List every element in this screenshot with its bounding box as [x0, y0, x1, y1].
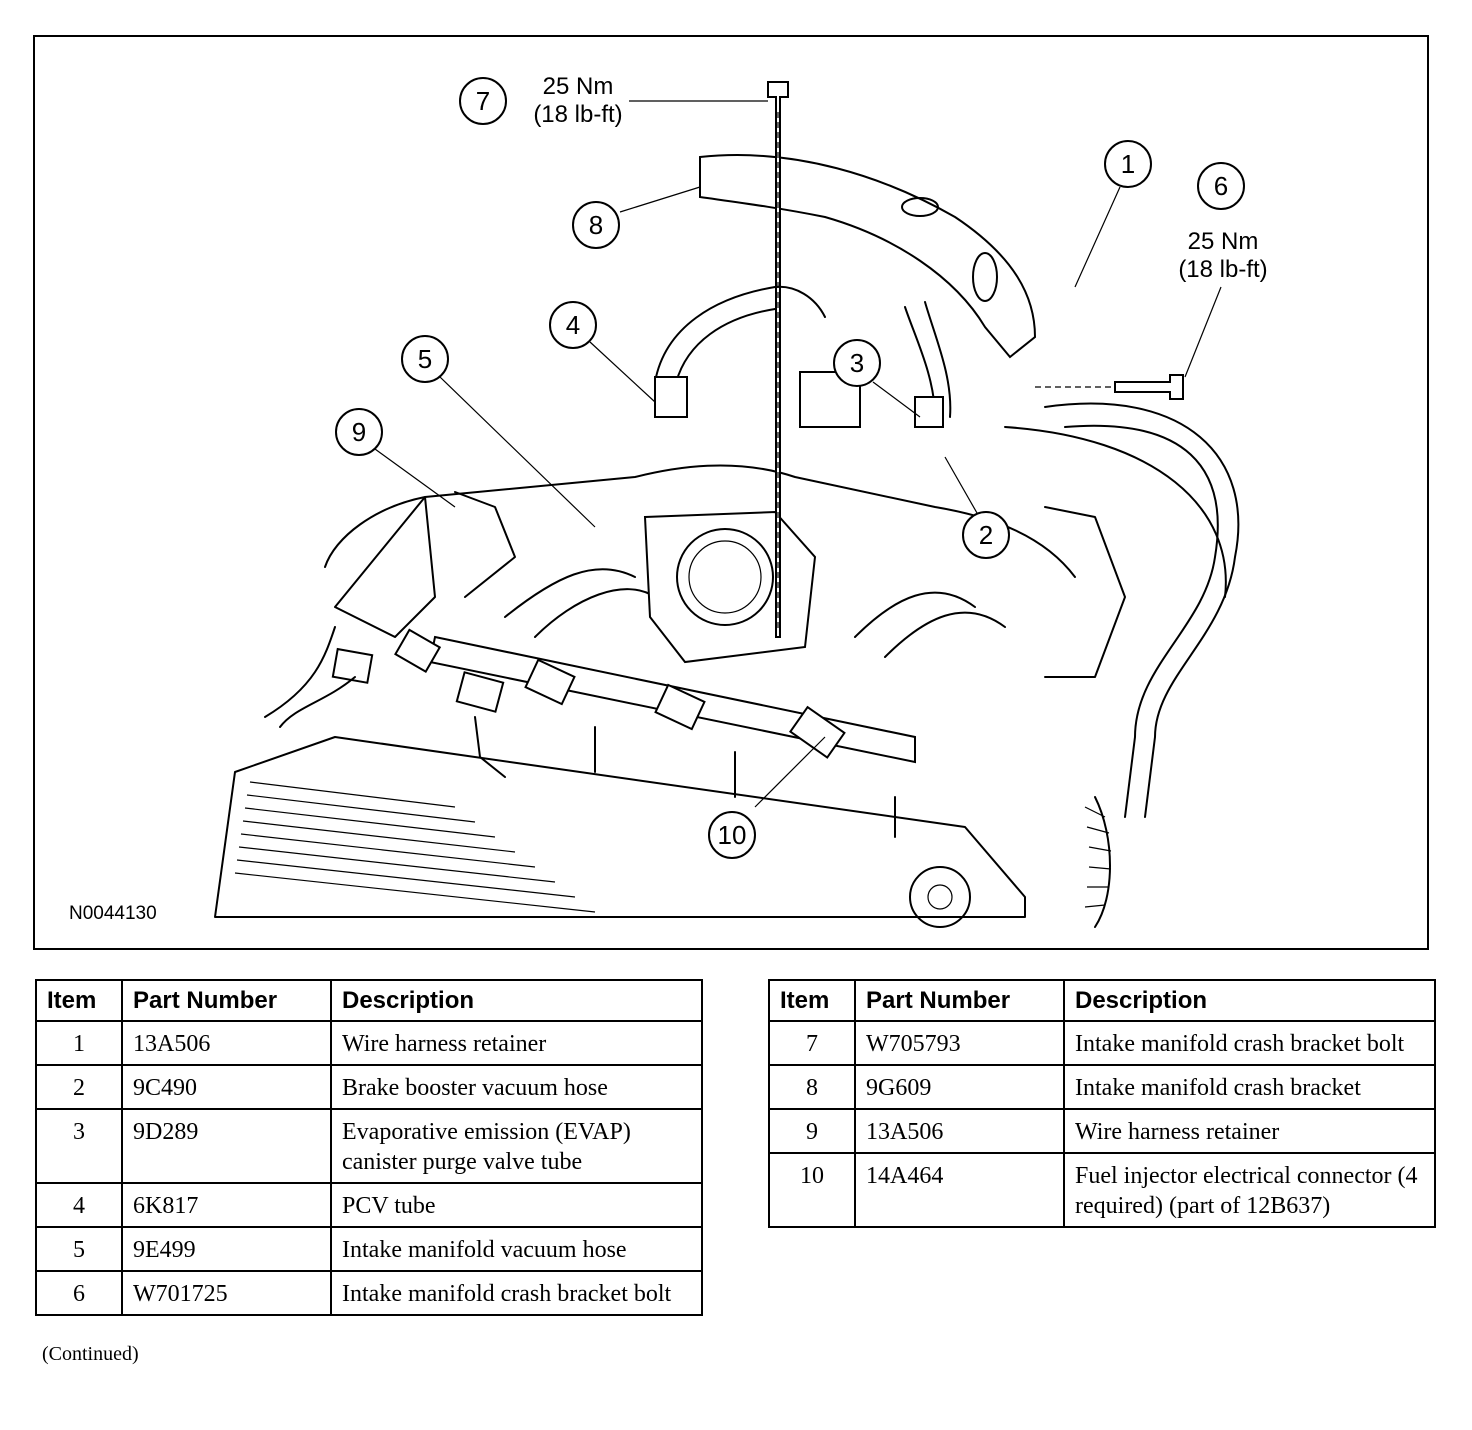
item-cell: 2	[35, 1064, 123, 1110]
item-cell: 4	[35, 1182, 123, 1228]
table-row: 6 W701725 Intake manifold crash bracket …	[35, 1270, 703, 1316]
item-cell: 8	[768, 1064, 856, 1110]
table-row: 1 13A506 Wire harness retainer	[35, 1020, 703, 1066]
item-cell: 6	[35, 1270, 123, 1316]
part-number-cell: W705793	[854, 1020, 1065, 1066]
leader-9	[374, 448, 456, 508]
table-row: 5 9E499 Intake manifold vacuum hose	[35, 1226, 703, 1272]
item-cell: 5	[35, 1226, 123, 1272]
leader-3	[872, 381, 921, 418]
callout-7: 7 25 Nm (18 lb-ft)	[459, 73, 623, 128]
item-cell: 10	[768, 1152, 856, 1228]
description-cell: Fuel injector electrical connector (4 re…	[1063, 1152, 1436, 1228]
svg-text:8: 8	[589, 210, 603, 240]
description-cell: Intake manifold vacuum hose	[330, 1226, 703, 1272]
col-header-description: Description	[1063, 979, 1436, 1022]
leader-5	[439, 376, 596, 528]
part-number-cell: 9C490	[121, 1064, 332, 1110]
continued-note: (Continued)	[42, 1343, 139, 1365]
callout-4: 4	[549, 301, 597, 349]
svg-text:6: 6	[1214, 171, 1228, 201]
col-header-item: Item	[35, 979, 123, 1022]
callout-9: 9	[335, 408, 383, 456]
description-cell: Intake manifold crash bracket	[1063, 1064, 1436, 1110]
engine-illustration: 1 2 3 4 5 6 25 Nm (18 lb-ft)	[69, 73, 1268, 928]
torque-7-nm: 25 Nm	[543, 73, 614, 100]
valve-cover-ribs	[234, 781, 596, 913]
table-row: 2 9C490 Brake booster vacuum hose	[35, 1064, 703, 1110]
table-row: 9 13A506 Wire harness retainer	[768, 1108, 1436, 1154]
table-header-row: Item Part Number Description	[768, 979, 1436, 1022]
svg-text:7: 7	[476, 86, 490, 116]
leader-6	[1184, 286, 1222, 378]
part-number-cell: 13A506	[121, 1020, 332, 1066]
leader-1	[1074, 186, 1121, 288]
description-cell: Evaporative emission (EVAP) canister pur…	[330, 1108, 703, 1184]
callout-8: 8	[572, 201, 620, 249]
injector-connectors	[331, 628, 896, 838]
figure-id-label: N0044130	[69, 903, 157, 924]
table-row: 7 W705793 Intake manifold crash bracket …	[768, 1020, 1436, 1066]
callout-10: 10	[708, 811, 756, 859]
callout-2: 2	[962, 511, 1010, 559]
leader-4	[589, 341, 656, 403]
torque-6-lbft: (18 lb-ft)	[1178, 256, 1267, 283]
engine-drawing	[214, 81, 1240, 928]
svg-text:9: 9	[352, 417, 366, 447]
table-header-row: Item Part Number Description	[35, 979, 703, 1022]
callout-6: 6 25 Nm (18 lb-ft)	[1178, 162, 1268, 283]
description-cell: PCV tube	[330, 1182, 703, 1228]
table-row: 3 9D289 Evaporative emission (EVAP) cani…	[35, 1108, 703, 1184]
table-row: 10 14A464 Fuel injector electrical conne…	[768, 1152, 1436, 1228]
description-cell: Wire harness retainer	[330, 1020, 703, 1066]
col-header-description: Description	[330, 979, 703, 1022]
col-header-item: Item	[768, 979, 856, 1022]
torque-7-lbft: (18 lb-ft)	[533, 101, 622, 128]
description-cell: Brake booster vacuum hose	[330, 1064, 703, 1110]
parts-table-left: Item Part Number Description 1 13A506 Wi…	[35, 979, 703, 1316]
svg-text:5: 5	[418, 344, 432, 374]
svg-text:4: 4	[566, 310, 580, 340]
part-number-cell: W701725	[121, 1270, 332, 1316]
part-number-cell: 9D289	[121, 1108, 332, 1184]
part-number-cell: 9E499	[121, 1226, 332, 1272]
callout-5: 5	[401, 335, 449, 383]
callouts: 1 2 3 4 5 6 25 Nm (18 lb-ft)	[335, 73, 1268, 859]
part-number-cell: 13A506	[854, 1108, 1065, 1154]
description-cell: Wire harness retainer	[1063, 1108, 1436, 1154]
col-header-part-number: Part Number	[854, 979, 1065, 1022]
item-cell: 3	[35, 1108, 123, 1184]
svg-text:1: 1	[1121, 149, 1135, 179]
item-cell: 7	[768, 1020, 856, 1066]
part-number-cell: 14A464	[854, 1152, 1065, 1228]
svg-text:10: 10	[718, 820, 747, 850]
description-cell: Intake manifold crash bracket bolt	[330, 1270, 703, 1316]
item-cell: 1	[35, 1020, 123, 1066]
svg-text:3: 3	[850, 348, 864, 378]
callout-1: 1	[1104, 140, 1152, 188]
table-row: 8 9G609 Intake manifold crash bracket	[768, 1064, 1436, 1110]
item-cell: 9	[768, 1108, 856, 1154]
part-number-cell: 6K817	[121, 1182, 332, 1228]
parts-table-right: Item Part Number Description 7 W705793 I…	[768, 979, 1436, 1228]
svg-text:2: 2	[979, 520, 993, 550]
part-number-cell: 9G609	[854, 1064, 1065, 1110]
callout-3: 3	[833, 339, 881, 387]
col-header-part-number: Part Number	[121, 979, 332, 1022]
description-cell: Intake manifold crash bracket bolt	[1063, 1020, 1436, 1066]
torque-6-nm: 25 Nm	[1188, 228, 1259, 255]
engine-illustration-frame: 1 2 3 4 5 6 25 Nm (18 lb-ft)	[33, 35, 1429, 950]
leader-10	[754, 736, 826, 808]
leader-8	[619, 186, 701, 213]
table-row: 4 6K817 PCV tube	[35, 1182, 703, 1228]
